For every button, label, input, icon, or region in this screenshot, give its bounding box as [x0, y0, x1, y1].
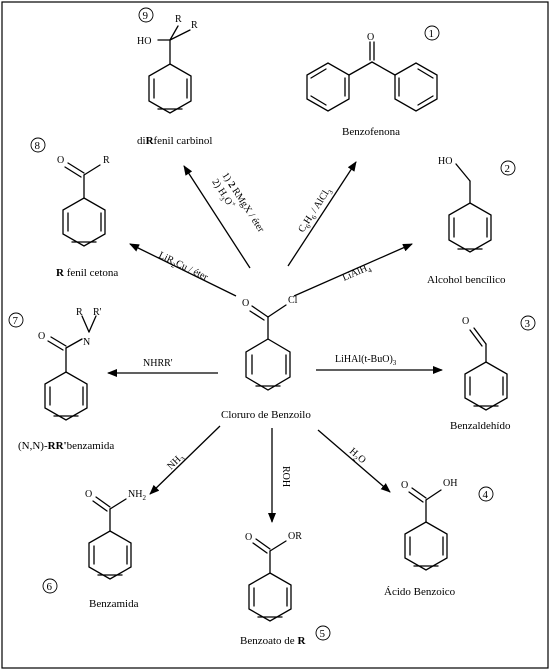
arrow-to-acido — [317, 429, 391, 493]
atom-n-label: N — [83, 337, 90, 348]
arrow-to-benzamida — [149, 425, 221, 495]
product-5-name: Benzoato de R — [240, 635, 306, 647]
arrow-to-carbinol — [183, 165, 251, 269]
product-8-name: R fenil cetona — [56, 267, 118, 279]
atom-ho-label: HO — [137, 36, 151, 47]
arrow-to-alcohol — [293, 243, 413, 297]
product-2-number: 2 — [505, 163, 511, 175]
molecule-fenil-carbinol: HO R R — [137, 14, 198, 114]
molecule-alcohol-bencilico: HO — [438, 156, 492, 253]
atom-o-label: O — [38, 331, 45, 342]
atom-r-label: R — [103, 155, 110, 166]
atom-o-label: O — [245, 532, 252, 543]
atom-o-label: O — [401, 480, 408, 491]
atom-o-label: O — [462, 316, 469, 327]
product-8-number: 8 — [35, 140, 41, 152]
atom-o-label: O — [242, 298, 249, 309]
molecule-fenil-cetona: O R — [57, 155, 110, 247]
molecule-benzoato: O OR — [245, 531, 302, 622]
product-2-name: Alcohol bencílico — [427, 274, 506, 286]
atom-oh-label: OH — [443, 478, 457, 489]
atom-r-label: R — [191, 20, 198, 31]
product-3-number: 3 — [525, 318, 531, 330]
reagent-nhrr: NHRR' — [143, 358, 173, 369]
product-3-name: Benzaldehído — [450, 420, 511, 432]
product-9-number-circle — [138, 7, 154, 23]
arrow-to-cetona — [129, 243, 237, 297]
atom-o-label: O — [367, 32, 374, 43]
reagent-grignard: 1) 2 RMgX / éter 2) H3O+ — [209, 171, 266, 235]
reagent-lihal-tbuo3: LiHAl(t-BuO)3 — [335, 354, 397, 367]
reagent-lialh4: LiAlH4 — [341, 261, 374, 285]
product-1-name: Benzofenona — [342, 126, 400, 138]
center-molecule: O Cl — [242, 295, 298, 391]
atom-nh2-label: NH2 — [128, 489, 146, 502]
reagent-lir2cu: LiR2Cu / éter — [156, 250, 210, 285]
atom-ho-label: HO — [438, 156, 452, 167]
molecule-benzamida-nn: O N R R' — [38, 307, 102, 421]
molecule-benzaldehido: O — [462, 316, 508, 411]
product-4-number-circle — [478, 486, 494, 502]
molecule-benzamida: O NH2 — [85, 489, 146, 580]
center-name: Cloruro de Benzoilo — [221, 409, 311, 421]
atom-r-label: R — [175, 14, 182, 25]
atom-r-prime-label: R' — [93, 307, 102, 318]
product-7-number-circle — [8, 312, 24, 328]
product-9-number: 9 — [143, 10, 149, 22]
product-2-number-circle — [500, 160, 516, 176]
product-6-number: 6 — [47, 581, 53, 593]
product-7-name: (N,N)-RR'benzamida — [18, 440, 114, 452]
product-3-number-circle — [520, 315, 536, 331]
molecule-benzofenona: O — [306, 32, 438, 112]
reagent-c6h6-alcl3: C6H6 / AlCl3 — [296, 185, 335, 235]
reagent-roh: ROH — [280, 466, 291, 487]
product-7-number: 7 — [13, 315, 19, 327]
product-4-number: 4 — [483, 489, 489, 501]
atom-o-label: O — [85, 489, 92, 500]
reagent-nh3: NH3 — [165, 451, 187, 473]
product-8-number-circle — [30, 137, 46, 153]
molecule-acido-benzoico: O OH — [401, 478, 457, 571]
atom-o-label: O — [57, 155, 64, 166]
product-5-number-circle — [315, 625, 331, 641]
product-9-name: diRfenil carbinol — [137, 135, 212, 147]
atom-cl-label: Cl — [288, 295, 298, 306]
product-1-number-circle — [424, 25, 440, 41]
product-1-number: 1 — [429, 28, 435, 40]
product-4-name: Ácido Benzoico — [384, 586, 456, 598]
product-6-name: Benzamida — [89, 598, 139, 610]
atom-or-label: OR — [288, 531, 302, 542]
product-5-number: 5 — [320, 628, 326, 640]
product-6-number-circle — [42, 578, 58, 594]
atom-r-label: R — [76, 307, 83, 318]
arrow-to-benzofenona — [287, 161, 357, 267]
